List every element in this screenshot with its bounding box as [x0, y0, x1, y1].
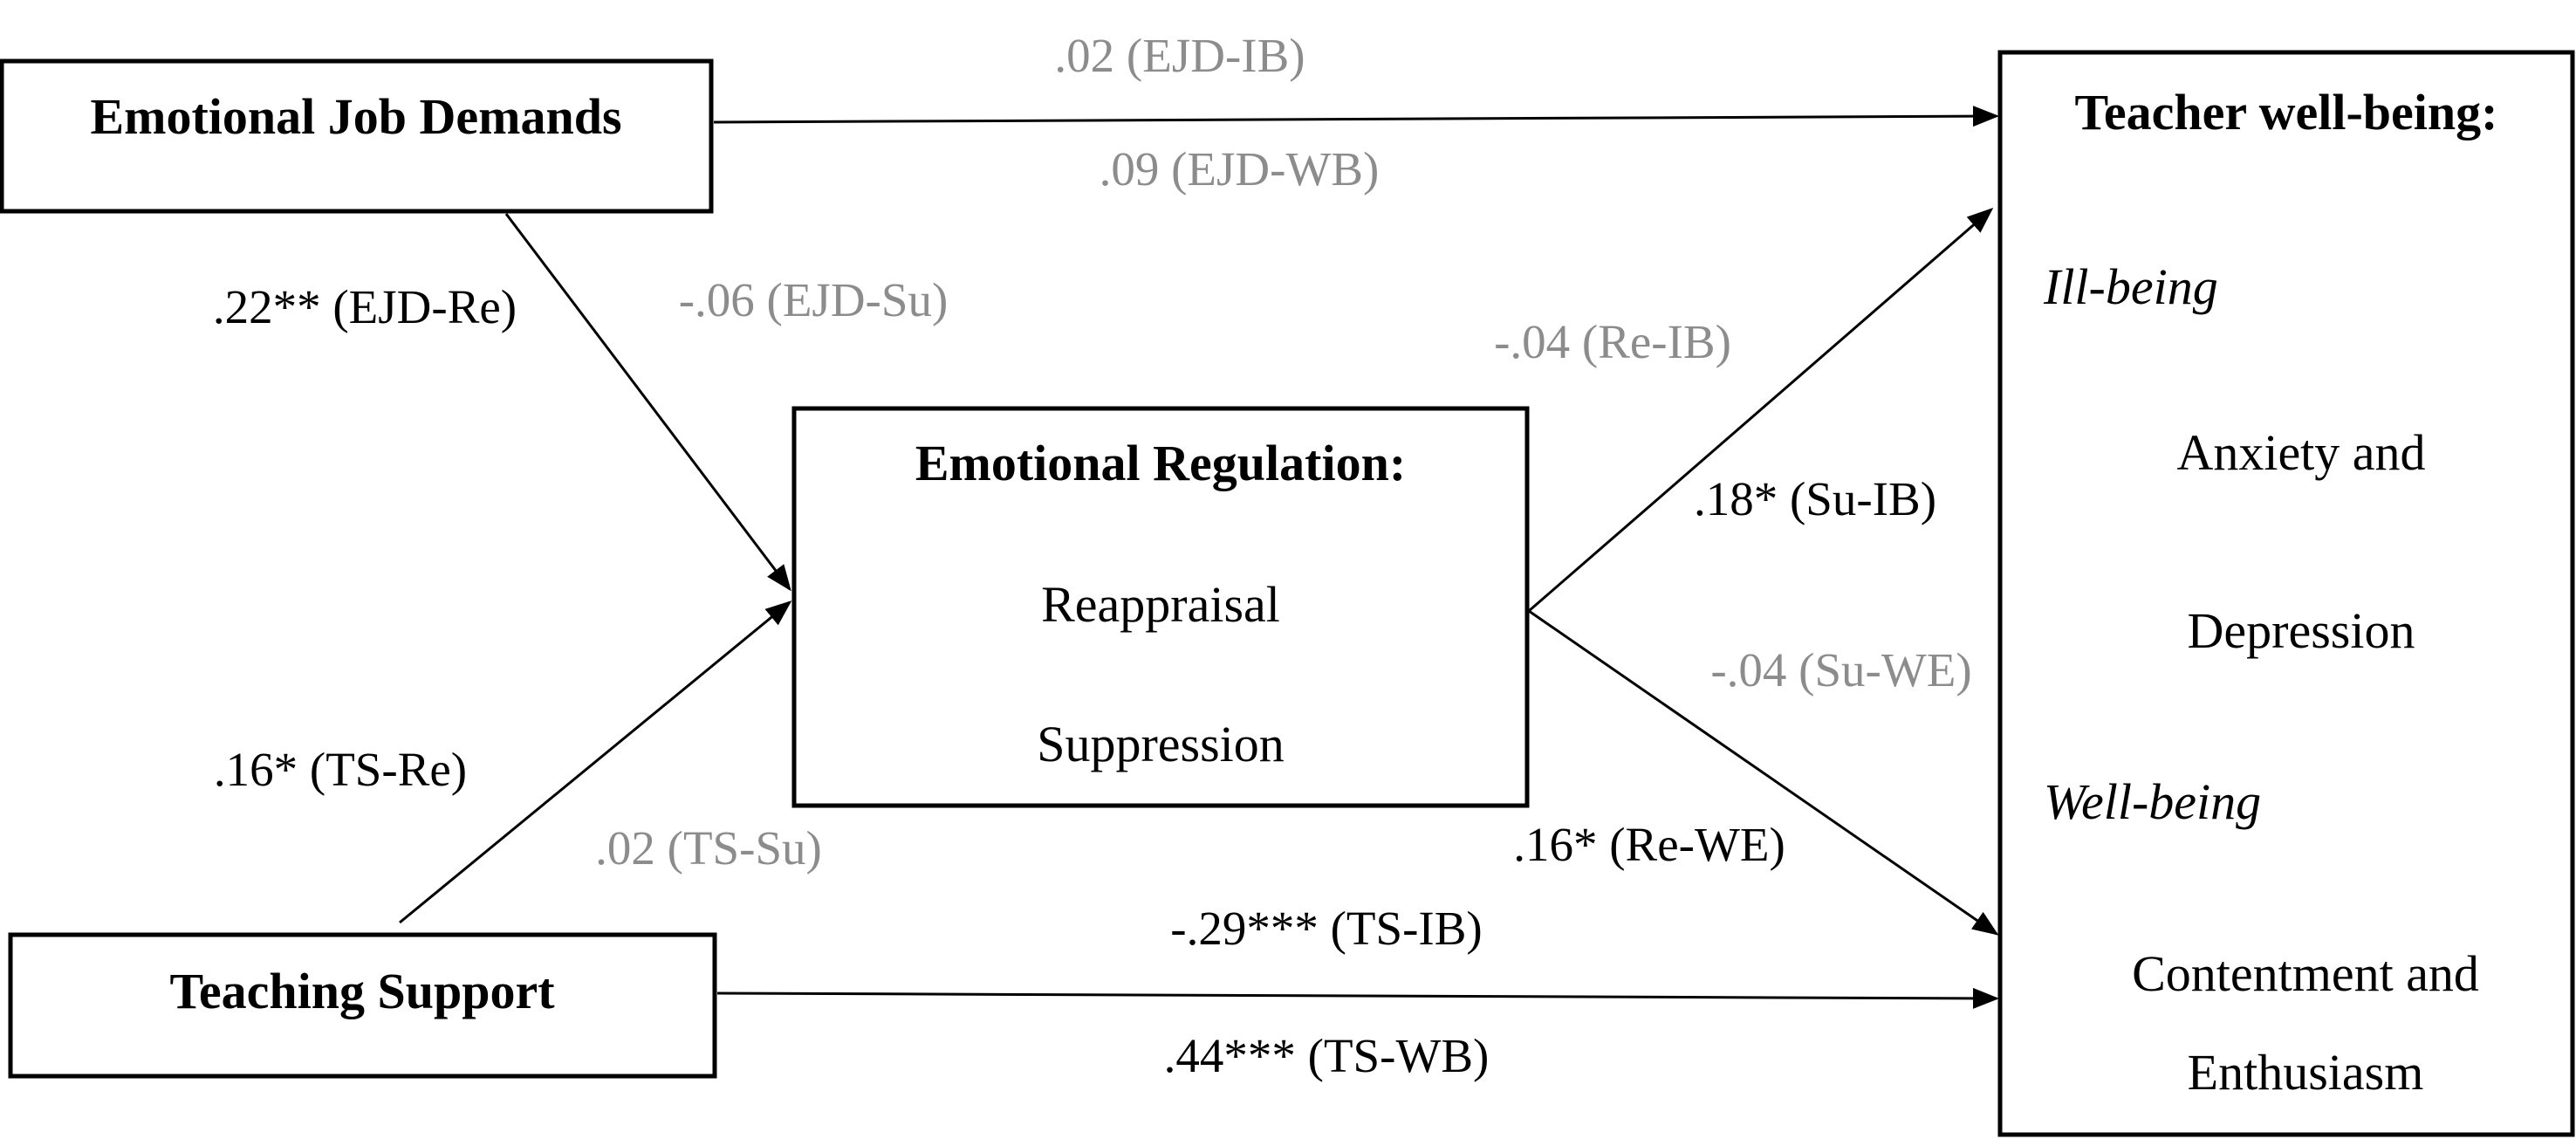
arrow-ts-to-regulation: [399, 600, 792, 924]
arrow-regulation-to-illbeing: [1528, 208, 1994, 613]
illbeing-heading: Ill-being: [2043, 258, 2218, 315]
arrow-regulation-to-wellbeing: [1528, 609, 1999, 936]
path-label-su-we: -.04 (Su-WE): [1710, 643, 1971, 696]
path-label-ts-ib: -.29*** (TS-IB): [1170, 902, 1482, 955]
illbeing-line1: Anxiety and: [2176, 424, 2425, 481]
teaching-support-box: [8, 932, 717, 1079]
wb-title: Teacher well-being:: [2075, 84, 2498, 141]
emotional-job-demands-box: [0, 58, 714, 214]
path-label-ejd-wb: .09 (EJD-WB): [1100, 142, 1380, 196]
path-label-ts-wb: .44*** (TS-WB): [1164, 1029, 1490, 1082]
path-label-su-ib: .18* (Su-IB): [1694, 472, 1936, 525]
ejd-title: Emotional Job Demands: [90, 88, 621, 145]
wellbeing-heading: Well-being: [2044, 773, 2261, 830]
illbeing-line2: Depression: [2188, 602, 2415, 659]
ts-title: Teaching Support: [169, 963, 555, 1019]
emotional-regulation-box: [791, 406, 1530, 808]
er-reappraisal: Reappraisal: [1041, 576, 1280, 633]
path-label-re-we: .16* (Re-WE): [1513, 818, 1785, 871]
wellbeing-line1: Contentment and: [2132, 945, 2479, 1002]
arrow-ejd-to-wellbeing: [713, 106, 1999, 127]
arrow-ts-to-wellbeing: [716, 987, 1999, 1009]
path-label-ejd-re: .22** (EJD-Re): [213, 280, 517, 333]
teacher-well-being-box: [1997, 50, 2575, 1137]
er-title: Emotional Regulation:: [915, 435, 1406, 491]
wellbeing-line2: Enthusiasm: [2188, 1044, 2424, 1101]
path-label-ejd-su: -.06 (EJD-Su): [679, 273, 949, 326]
path-label-ts-re: .16* (TS-Re): [214, 743, 467, 796]
path-label-re-ib: -.04 (Re-IB): [1494, 315, 1731, 368]
path-label-ts-su: .02 (TS-Su): [595, 821, 822, 875]
arrow-ejd-to-regulation: [504, 213, 791, 592]
path-label-ejd-ib: .02 (EJD-IB): [1054, 29, 1305, 82]
er-suppression: Suppression: [1037, 716, 1285, 772]
